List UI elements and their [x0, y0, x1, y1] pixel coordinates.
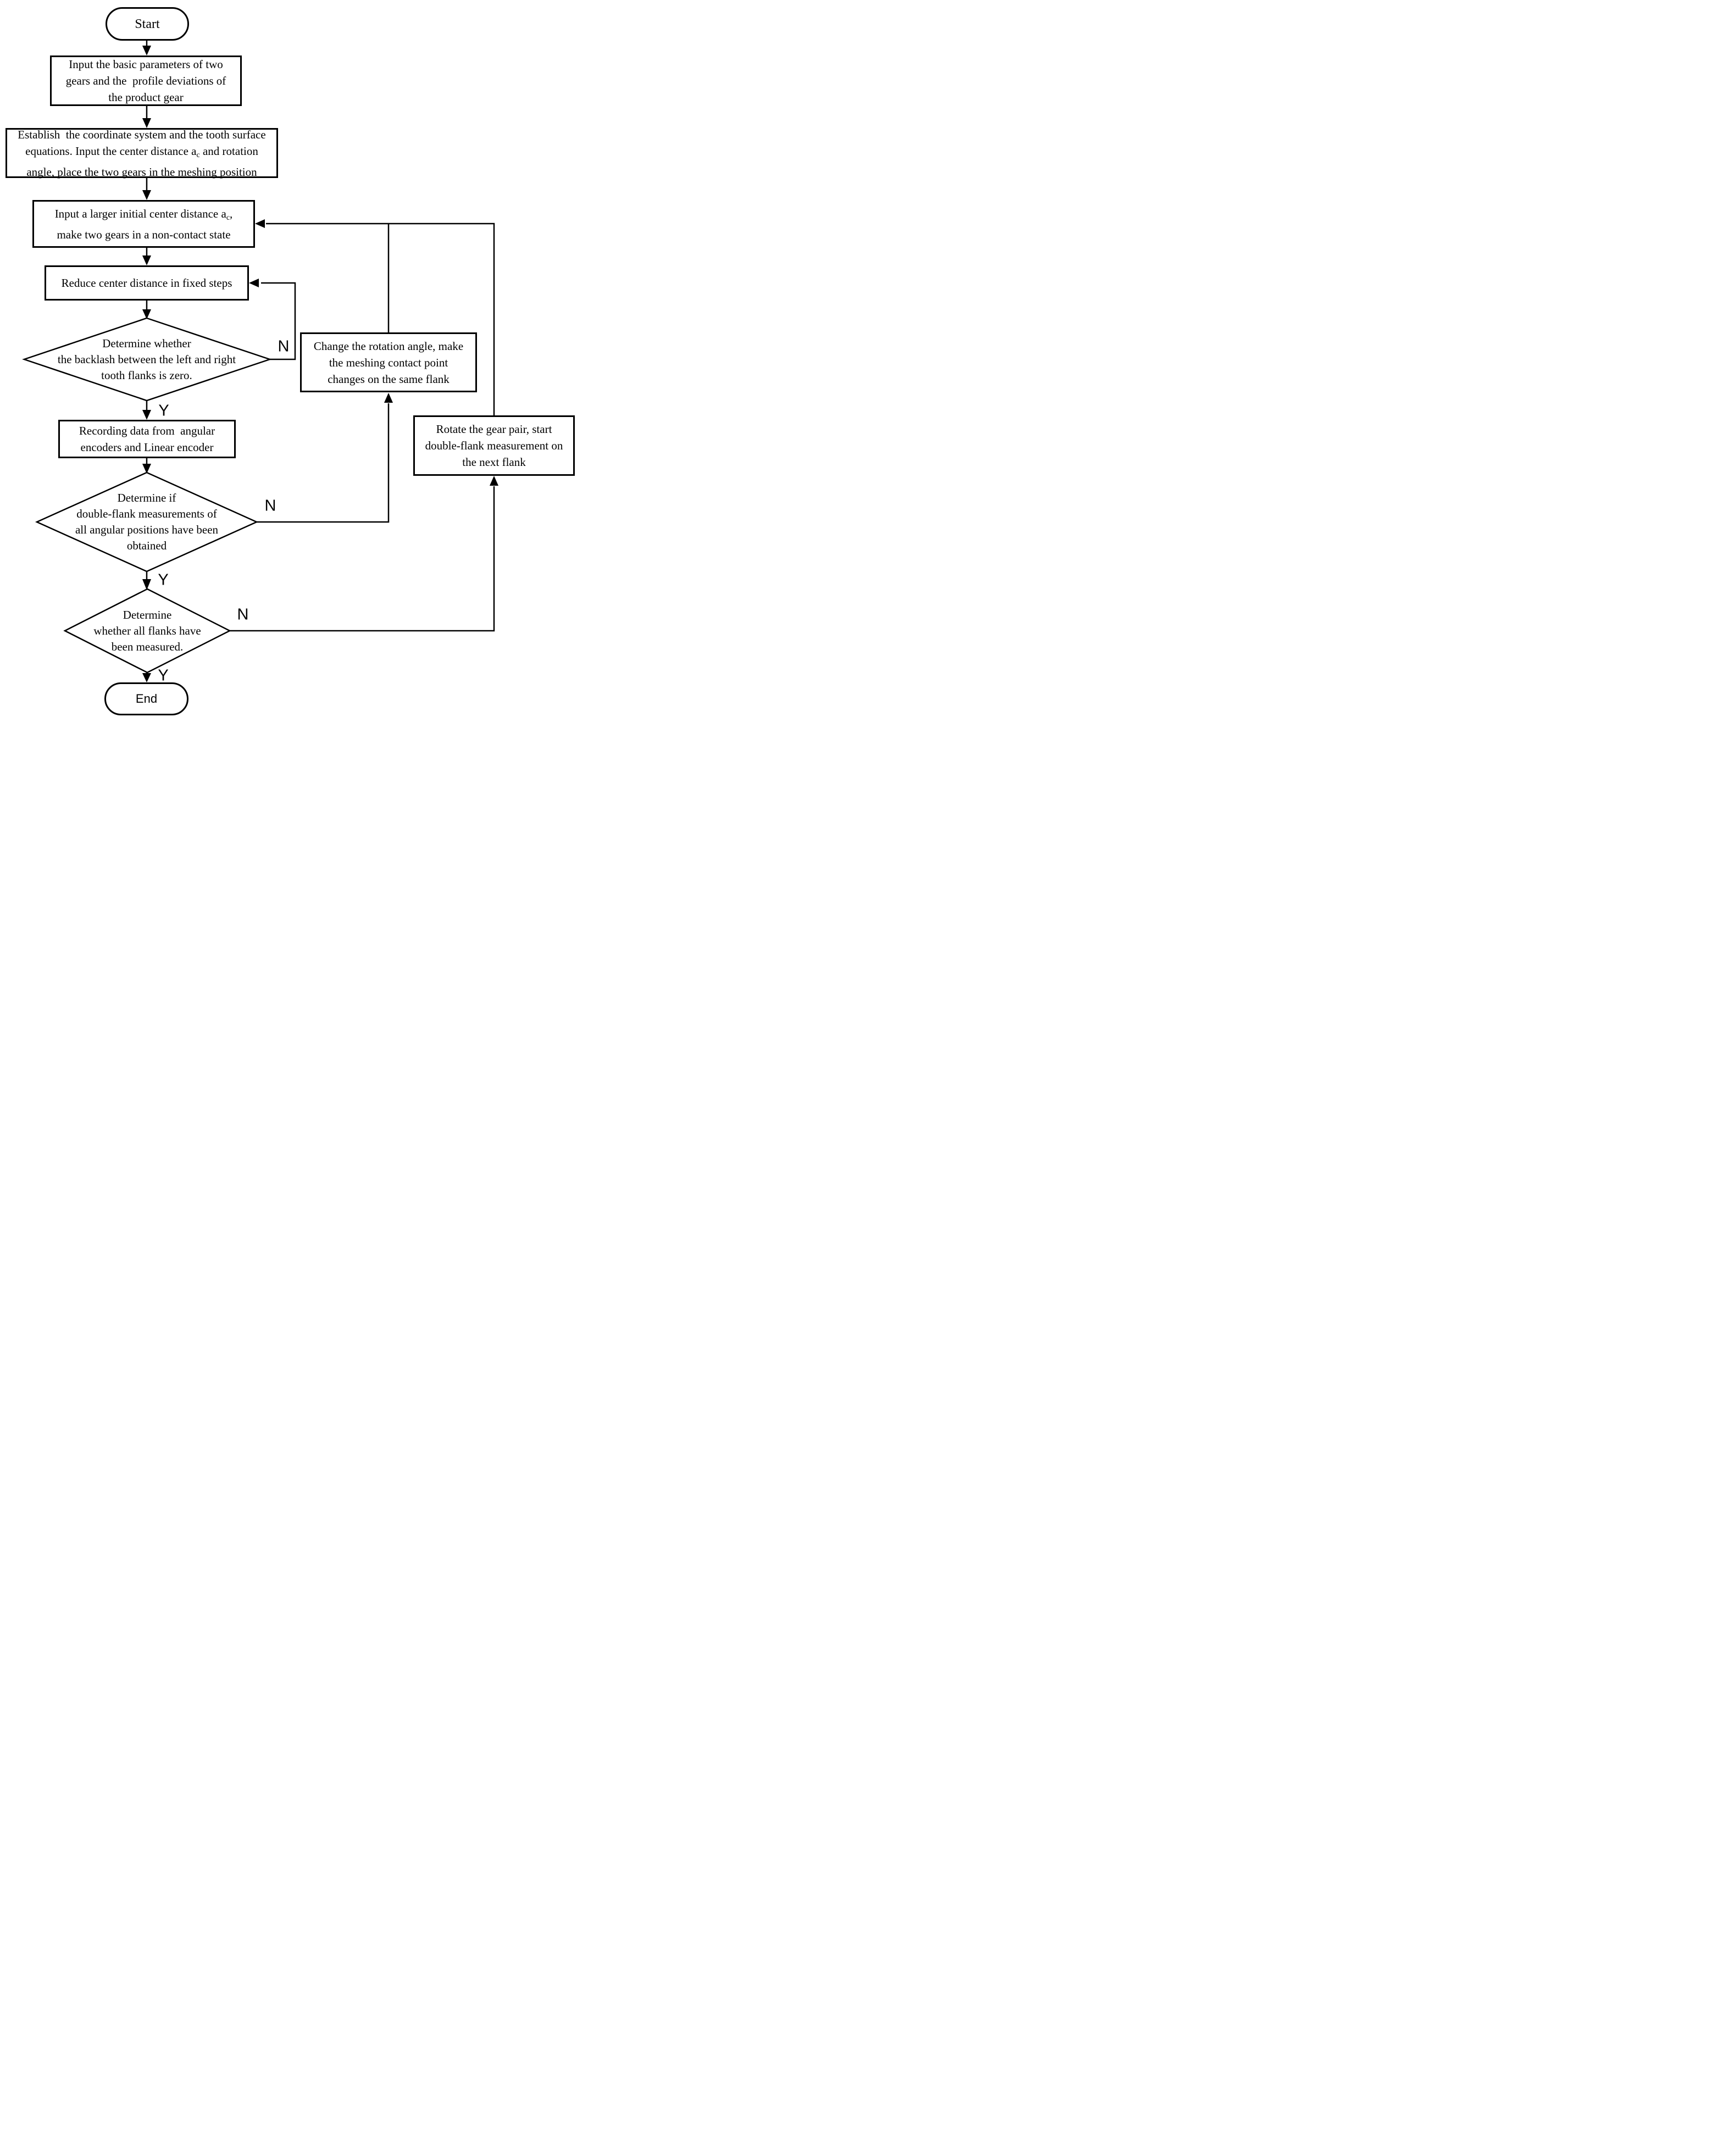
process-initial-center-distance: Input a larger initial center distance a…	[32, 200, 255, 248]
process-recording-data: Recording data from angular encoders and…	[58, 420, 236, 458]
decision-line: Determine	[123, 608, 172, 621]
process-line: the next flank	[462, 455, 526, 469]
process-line: the product gear	[108, 91, 184, 104]
decision-line: all angular positions have been	[75, 523, 219, 536]
process-line: Establish the coordinate system and the …	[18, 127, 266, 141]
decision-backlash-zero: Determine whether the backlash between t…	[42, 335, 251, 384]
label-positions-no: N	[264, 497, 276, 515]
label-backlash-no: N	[278, 337, 290, 355]
subscript-c: c	[196, 151, 200, 159]
end-node: End	[104, 682, 188, 715]
process-line: the meshing contact point	[329, 355, 448, 369]
process-reduce-center-distance: Reduce center distance in fixed steps	[45, 265, 249, 301]
loop-positions-no	[257, 403, 390, 523]
start-node: Start	[106, 7, 189, 41]
process-line: changes on the same flank	[328, 372, 450, 386]
process-line: Input a larger initial center distance a…	[54, 207, 233, 222]
decision-line: whether all flanks have	[93, 624, 201, 637]
process-input-parameters: Input the basic parameters of two gears …	[50, 55, 242, 106]
return-to-initial-center	[266, 223, 495, 415]
label-positions-yes: Y	[158, 571, 169, 589]
backlash-decision-shape	[22, 317, 272, 402]
process-line: Input the basic parameters of two	[69, 58, 223, 71]
decision-all-angular-positions: Determine if double-flank measurements o…	[40, 489, 254, 555]
decision-all-flanks-measured: Determine whether all flanks have been m…	[76, 606, 219, 655]
process-rotate-gear-pair: Rotate the gear pair, start double-flank…	[413, 415, 575, 476]
decision-line: Determine whether	[102, 336, 191, 350]
flowchart-connectors	[22, 41, 498, 682]
flowchart: Start Input the basic parameters of two …	[0, 0, 577, 719]
process-line: Reduce center distance in fixed steps	[61, 276, 232, 290]
subscript-c: c	[226, 213, 230, 222]
decision-line: been measured.	[111, 640, 184, 653]
positions-decision-shape	[35, 471, 259, 573]
label-flanks-no: N	[237, 605, 249, 624]
decision-line: Determine if	[117, 491, 176, 504]
decision-line: tooth flanks is zero.	[101, 368, 192, 382]
process-line: double-flank measurement on	[425, 439, 563, 452]
process-establish-coordinates: Establish the coordinate system and the …	[5, 127, 278, 179]
loop-flanks-no	[230, 486, 495, 632]
decision-line: obtained	[126, 539, 167, 552]
process-line: encoders and Linear encoder	[80, 441, 214, 454]
flanks-decision-shape	[63, 588, 231, 674]
end-label: End	[135, 692, 158, 705]
label-flanks-yes: Y	[158, 666, 169, 685]
process-line: Rotate the gear pair, start	[436, 423, 552, 436]
process-line: make two gears in a non-contact state	[57, 227, 231, 241]
loop-backlash-no	[261, 282, 296, 360]
process-change-rotation-angle: Change the rotation angle, make the mesh…	[300, 332, 477, 392]
decision-line: double-flank measurements of	[76, 507, 217, 520]
process-line: Change the rotation angle, make	[313, 339, 464, 353]
start-label: Start	[135, 16, 160, 31]
process-line: equations. Input the center distance ac …	[25, 144, 258, 159]
label-backlash-yes: Y	[158, 402, 169, 420]
process-line: gears and the profile deviations of	[65, 74, 226, 87]
decision-line: the backlash between the left and right	[57, 352, 236, 366]
process-line: angle, place the two gears in the meshin…	[26, 165, 257, 179]
process-line: Recording data from angular	[79, 424, 215, 437]
